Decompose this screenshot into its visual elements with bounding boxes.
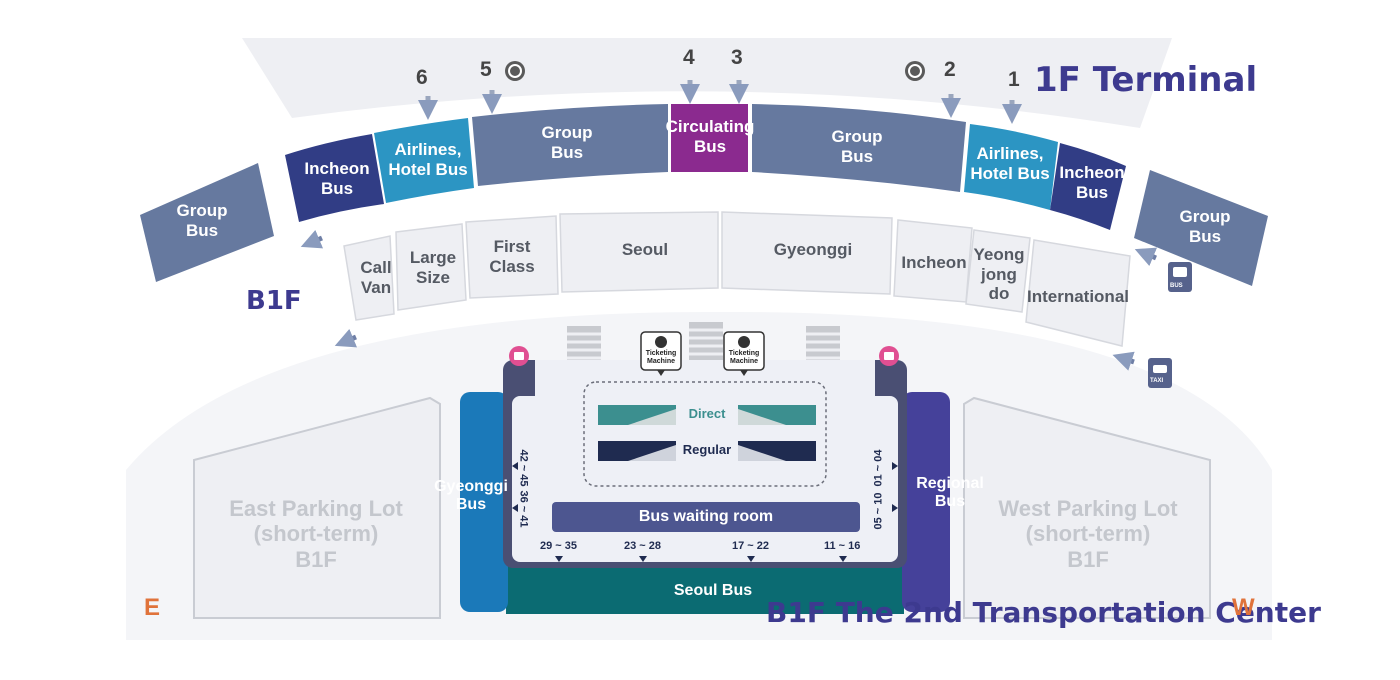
east-marker: E — [144, 594, 161, 621]
label-first-class: First Class — [489, 237, 535, 276]
bus-icon-label: BUS — [1170, 283, 1183, 289]
label-group-bus-left: Group Bus — [541, 123, 593, 162]
platforms-36-41: 36 ~ 41 — [517, 490, 530, 528]
label-ticketing-machine-left: Ticketing Machine — [645, 350, 677, 366]
label-seoul: Seoul — [621, 240, 669, 259]
zone-circulating-bus — [671, 104, 748, 172]
gate-3: 3 — [731, 46, 743, 69]
label-ticketing-machine-right: Ticketing Machine — [728, 350, 760, 366]
zone-incheon-bus-right — [1050, 143, 1126, 230]
label-waiting-room: Bus waiting room — [638, 508, 774, 525]
label-incheon-bus-left: Incheon Bus — [304, 159, 370, 198]
zone-airlines-hotel-right — [964, 124, 1058, 210]
label-yeongjongdo: Yeong jong do — [973, 245, 1025, 304]
gate-5: 5 — [480, 58, 492, 81]
east-parking-lot — [193, 396, 441, 619]
taxi-call-van — [343, 235, 395, 321]
label-group-bus-far-right: Group Bus — [1179, 207, 1231, 246]
label-gyeonggi-bus: Gyeonggi Bus — [434, 478, 508, 514]
ticket-area — [583, 381, 827, 487]
taxi-international — [1025, 239, 1131, 347]
taxi-seoul — [559, 211, 719, 293]
taxi-first-class — [465, 215, 559, 299]
gate-4: 4 — [683, 46, 695, 69]
platforms-29-35: 29 ~ 35 — [540, 540, 578, 552]
regional-bus-zone — [902, 392, 950, 612]
label-group-bus-far-left: Group Bus — [176, 201, 228, 240]
ticketing-machine-icon — [640, 331, 682, 376]
platforms-17-22: 17 ~ 22 — [732, 540, 770, 552]
zone-group-bus-far-right — [1134, 170, 1268, 286]
platforms-01-04: 01 ~ 04 — [872, 449, 885, 487]
label-west-parking: West Parking Lot (short-term) B1F — [998, 496, 1178, 572]
taxi-zones — [343, 211, 1131, 347]
label-regional-bus: Regional Bus — [916, 475, 984, 511]
label-airlines-hotel-left: Airlines, Hotel Bus — [388, 140, 468, 179]
gate-arrows — [418, 80, 1022, 124]
label-circulating-bus: Circulating Bus — [665, 117, 755, 156]
platform-markers — [512, 462, 898, 562]
label-international: International — [1026, 287, 1129, 306]
label-group-bus-right: Group Bus — [831, 127, 883, 166]
zone-group-bus-far-left — [140, 163, 274, 282]
bus-waiting-room — [552, 502, 860, 532]
zone-group-bus-left — [472, 104, 668, 186]
label-gyeonggi: Gyeonggi — [773, 240, 853, 259]
terminal-title: 1F Terminal — [1034, 60, 1258, 100]
info-icon — [505, 61, 525, 81]
label-regular: Regular — [682, 442, 732, 457]
center-title: B1F The 2nd Transportation Center — [766, 596, 1321, 629]
gate-6: 6 — [416, 66, 428, 89]
label-incheon-bus-right: Incheon Bus — [1059, 163, 1125, 202]
label-seoul-bus: Seoul Bus — [673, 582, 753, 599]
taxi-gyeonggi — [721, 211, 893, 295]
label-airlines-hotel-right: Airlines, Hotel Bus — [970, 144, 1050, 183]
zone-incheon-bus-left — [285, 134, 384, 222]
gate-1: 1 — [1008, 68, 1020, 91]
platforms-23-28: 23 ~ 28 — [624, 540, 662, 552]
b1f-label: B1F — [246, 286, 302, 316]
label-large-size: Large Size — [409, 248, 457, 287]
terminal-building — [242, 38, 1172, 128]
gyeonggi-bus-zone — [460, 392, 508, 612]
zone-group-bus-right — [752, 104, 966, 192]
taxi-icon-label: TAXI — [1150, 378, 1164, 384]
taxi-large-size — [395, 223, 467, 311]
label-call-van: Call Van — [360, 258, 392, 297]
info-icon — [905, 61, 925, 81]
label-incheon: Incheon — [901, 253, 967, 272]
taxi-yeongjongdo — [965, 229, 1031, 313]
zone-airlines-hotel-left — [374, 118, 474, 203]
gate-2: 2 — [944, 58, 956, 81]
ticketing-machine-icon — [723, 331, 765, 376]
west-parking-lot — [963, 396, 1211, 619]
west-marker: W — [1232, 594, 1255, 621]
platforms-42-45: 42 ~ 45 — [517, 449, 530, 487]
platforms-11-16: 11 ~ 16 — [824, 540, 861, 552]
label-direct: Direct — [688, 406, 726, 421]
platforms-05-10: 05 ~ 10 — [872, 492, 885, 530]
flow-arrows — [300, 229, 1158, 371]
label-east-parking: East Parking Lot (short-term) B1F — [229, 496, 403, 572]
